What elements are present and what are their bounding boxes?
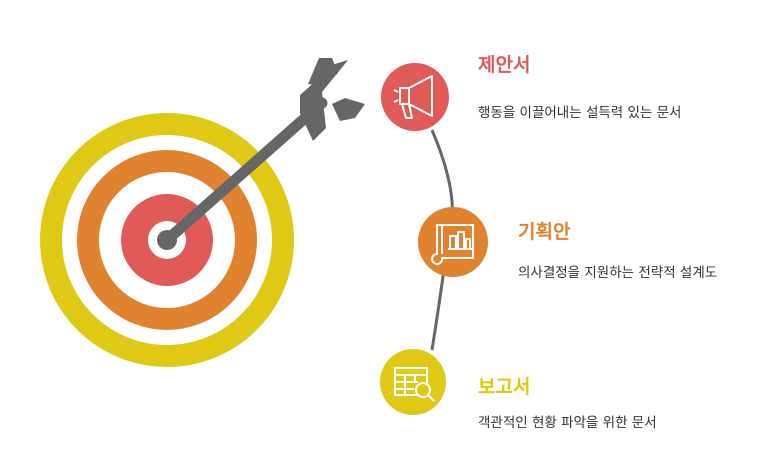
megaphone-icon <box>393 75 433 119</box>
node-proposal <box>381 63 449 131</box>
target-outer-ring <box>40 113 294 367</box>
report-search-icon <box>394 367 435 402</box>
target-middle-ring <box>77 150 257 330</box>
proposal-description: 행동을 이끌어내는 설득력 있는 문서 <box>478 105 682 121</box>
proposal-title: 제안서 <box>478 54 531 76</box>
plan-title: 기획안 <box>518 221 571 243</box>
report-description: 객관적인 현황 파악을 위한 문서 <box>478 415 657 431</box>
node-plan <box>418 207 488 277</box>
node-report <box>380 349 446 415</box>
plan-description: 의사결정을 지원하는 전략적 설계도 <box>518 265 718 281</box>
blueprint-icon <box>431 224 474 265</box>
arrow-icon <box>157 58 365 250</box>
report-title: 보고서 <box>478 376 531 398</box>
